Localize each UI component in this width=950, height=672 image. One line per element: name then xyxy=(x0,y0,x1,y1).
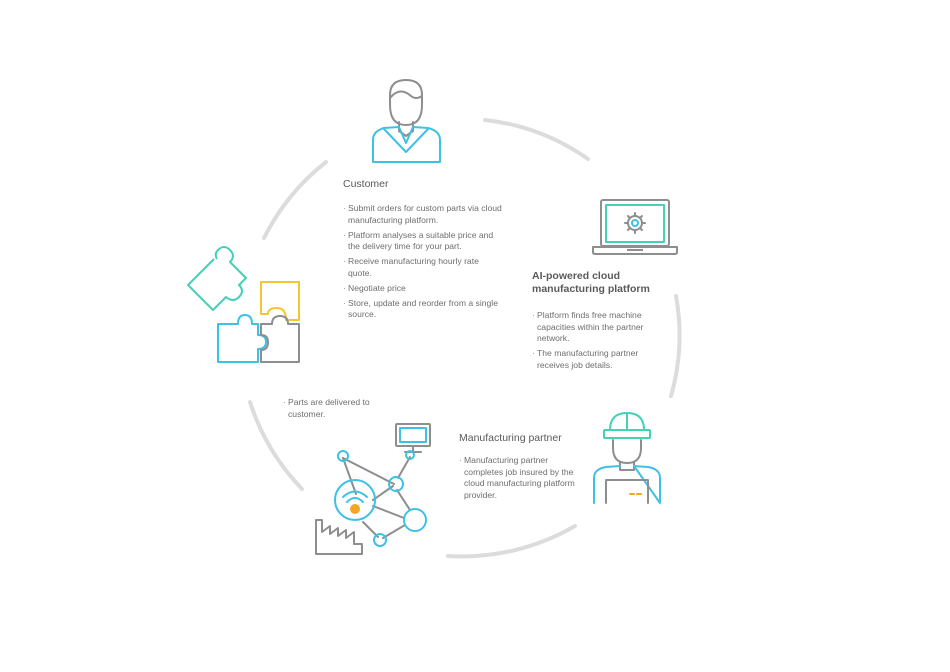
platform-bullet-list: Platform finds free machine capacities w… xyxy=(532,310,672,371)
laptop-gear-icon xyxy=(592,199,678,255)
ring-arc-right xyxy=(669,294,682,398)
partner-title: Manufacturing partner xyxy=(459,432,562,444)
platform-text-block: AI-powered cloud manufacturing platform … xyxy=(532,270,672,375)
customer-bullet-list: Submit orders for custom parts via cloud… xyxy=(343,203,503,321)
partner-text-block: Manufacturing partner Manufacturing part… xyxy=(459,432,584,505)
cycle-ring xyxy=(248,118,682,559)
delivered-bullet: Parts are delivered to customer. xyxy=(283,397,383,420)
delivered-bullet-list: Parts are delivered to customer. xyxy=(283,397,383,420)
customer-bullet: Store, update and reorder from a single … xyxy=(343,298,503,321)
ring-arc-top-left xyxy=(262,160,328,240)
ring-arc-bottom-right xyxy=(446,524,577,559)
platform-title: AI-powered cloud manufacturing platform xyxy=(532,270,650,295)
customer-person-icon xyxy=(372,79,441,163)
puzzle-pieces-icon xyxy=(187,246,300,363)
customer-bullet: Receive manufacturing hourly rate quote. xyxy=(343,256,503,279)
partner-bullet-list: Manufacturing partner completes job insu… xyxy=(459,455,584,501)
ring-arc-top-right xyxy=(483,118,590,161)
ring-arc-bottom-left xyxy=(248,400,304,491)
worker-hardhat-icon xyxy=(593,412,661,504)
partner-bullet: Manufacturing partner completes job insu… xyxy=(459,455,584,501)
platform-bullet: The manufacturing partner receives job d… xyxy=(532,348,672,371)
customer-bullet: Platform analyses a suitable price and t… xyxy=(343,230,503,253)
factory-network-icon xyxy=(315,423,431,555)
delivered-text-block: Parts are delivered to customer. xyxy=(283,397,383,424)
customer-title: Customer xyxy=(343,178,389,190)
customer-text-block: Customer Submit orders for custom parts … xyxy=(343,178,503,324)
customer-bullet: Submit orders for custom parts via cloud… xyxy=(343,203,503,226)
customer-bullet: Negotiate price xyxy=(343,283,503,295)
platform-bullet: Platform finds free machine capacities w… xyxy=(532,310,672,345)
